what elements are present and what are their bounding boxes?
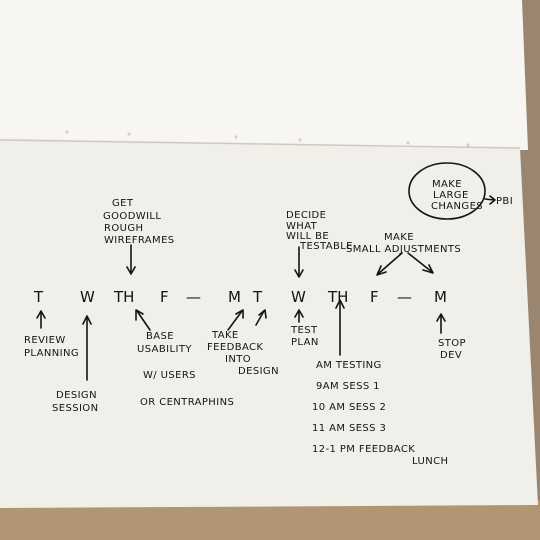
page-fold (0, 139, 521, 149)
day-label: W (80, 288, 95, 306)
note-stop-dev: STOP DEV (438, 338, 470, 361)
arrows (36, 162, 496, 381)
note-review-planning: REVIEW PLANNING (24, 335, 79, 359)
note-get-goodwill: GET GOODWILL ROUGH WIREFRAMES (103, 198, 175, 246)
day-label: TH (327, 288, 348, 306)
day-label: F (160, 288, 169, 306)
day-label: T (252, 288, 263, 306)
day-label: W (291, 288, 306, 306)
day-label: M (434, 288, 447, 306)
day-label: — (186, 288, 201, 306)
binding-stitches (65, 130, 470, 147)
upper-page (0, 0, 528, 150)
day-label: — (397, 288, 412, 306)
note-am-testing: AM TESTING 9AM SESS 1 10 AM SESS 2 11 AM… (312, 360, 448, 467)
day-label: F (370, 288, 379, 306)
day-label: T (33, 288, 44, 306)
note-design-session: DESIGN SESSION (52, 390, 101, 414)
note-base-usability: BASE USABILITY W/ USERS OR CENTRAPHINS (137, 331, 234, 408)
day-label: M (228, 288, 241, 306)
lower-page (0, 138, 538, 508)
note-take-feedback: TAKE FEEDBACK INTO DESIGN (207, 330, 279, 377)
note-pbi: PBI (496, 196, 513, 207)
note-test-plan: TEST PLAN (290, 325, 321, 348)
note-make-large-changes: MAKE LARGE CHANGES (431, 179, 483, 212)
day-label: TH (113, 288, 134, 306)
note-decide-testable: DECIDE WHAT WILL BE TESTABLE (286, 210, 353, 252)
note-make-adjustments: MAKE SMALL ADJUSTMENTS (346, 232, 461, 255)
